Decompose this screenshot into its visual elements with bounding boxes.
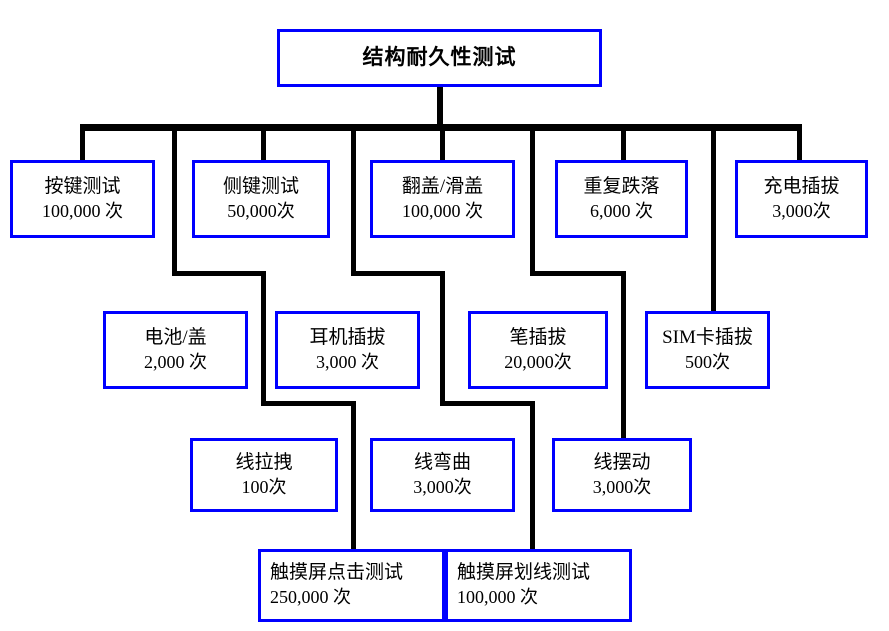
node-side-key-test[interactable]: 侧键测试 50,000次: [192, 160, 330, 238]
connector-drop-5: [440, 124, 445, 160]
node-flip-slide-test[interactable]: 翻盖/滑盖 100,000 次: [370, 160, 515, 238]
node-label: 线拉拽: [235, 451, 293, 473]
node-count: 100,000 次: [457, 587, 538, 608]
node-count: 2,000 次: [144, 351, 207, 372]
node-pen-plug-test[interactable]: 笔插拔 20,000次: [468, 311, 608, 389]
node-count: 50,000次: [227, 200, 295, 221]
connector-drop-swing: [621, 271, 626, 438]
connector-drop-8: [711, 124, 716, 311]
node-cable-swing-test[interactable]: 线摆动 3,000次: [552, 438, 692, 512]
connector-drop-bend: [351, 401, 356, 549]
connector-drop-3: [261, 124, 266, 160]
node-key-test[interactable]: 按键测试 100,000 次: [10, 160, 155, 238]
node-count: 3,000 次: [316, 351, 379, 372]
connector-drop-earphone: [261, 271, 266, 401]
connector-drop-2: [172, 124, 177, 275]
node-count: 100,000 次: [42, 200, 123, 221]
node-label: 重复跌落: [583, 175, 660, 197]
node-label: SIM卡插拔: [662, 326, 753, 348]
connector-drop-pen: [440, 271, 445, 401]
connector-drop-7: [621, 124, 626, 160]
node-root[interactable]: 结构耐久性测试: [277, 29, 602, 87]
node-label: 触摸屏点击测试: [270, 562, 404, 584]
node-count: 100次: [241, 476, 287, 497]
node-count: 250,000 次: [270, 587, 351, 608]
connector-elbow-earphone: [172, 271, 266, 276]
node-repeat-drop-test[interactable]: 重复跌落 6,000 次: [555, 160, 688, 238]
node-touchscreen-swipe-test[interactable]: 触摸屏划线测试 100,000 次: [445, 549, 632, 622]
connector-elbow-pull: [440, 401, 534, 406]
connector-drop-4: [351, 124, 356, 275]
node-cable-bend-test[interactable]: 线弯曲 3,000次: [370, 438, 515, 512]
node-root-title: 结构耐久性测试: [362, 45, 517, 70]
node-label: 触摸屏划线测试: [457, 562, 591, 584]
connector-drop-6: [530, 124, 535, 275]
node-label: 笔插拔: [509, 326, 567, 348]
node-label: 按键测试: [44, 175, 121, 197]
node-charging-plug-test[interactable]: 充电插拔 3,000次: [735, 160, 868, 238]
connector-elbow-pen: [351, 271, 445, 276]
node-count: 500次: [685, 351, 730, 372]
connector-drop-9: [797, 124, 802, 160]
node-label: 耳机插拔: [309, 326, 386, 348]
node-label: 线弯曲: [413, 451, 471, 473]
node-count: 100,000 次: [402, 200, 483, 221]
connector-root-stem: [437, 87, 443, 127]
node-count: 3,000次: [772, 200, 831, 221]
node-count: 20,000次: [504, 351, 572, 372]
node-cable-pull-test[interactable]: 线拉拽 100次: [190, 438, 338, 512]
node-earphone-plug-test[interactable]: 耳机插拔 3,000 次: [275, 311, 420, 389]
node-touchscreen-tap-test[interactable]: 触摸屏点击测试 250,000 次: [258, 549, 445, 622]
connector-drop-pull: [530, 401, 535, 549]
node-count: 3,000次: [413, 476, 472, 497]
connector-elbow-bend: [261, 401, 355, 406]
node-label: 侧键测试: [222, 175, 299, 197]
node-count: 3,000次: [592, 476, 652, 497]
connector-elbow-swing: [530, 271, 626, 276]
node-label: 充电插拔: [763, 175, 840, 197]
node-battery-cover-test[interactable]: 电池/盖 2,000 次: [103, 311, 248, 389]
node-label: 翻盖/滑盖: [401, 175, 484, 197]
node-label: 电池/盖: [144, 326, 207, 348]
connector-drop-1: [80, 124, 85, 160]
node-sim-card-plug-test[interactable]: SIM卡插拔 500次: [645, 311, 770, 389]
node-count: 6,000 次: [590, 200, 653, 221]
node-label: 线摆动: [593, 451, 651, 473]
